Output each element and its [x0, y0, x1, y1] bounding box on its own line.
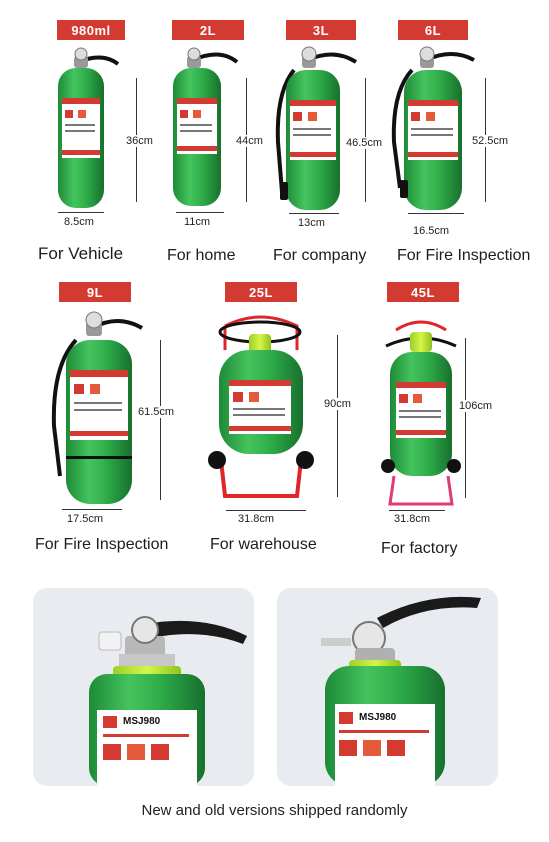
shipping-note: New and old versions shipped randomly — [141, 802, 408, 819]
extinguisher-image — [381, 320, 461, 506]
capacity-tag: 3L — [286, 20, 356, 40]
width-label: 16.5cm — [413, 225, 450, 237]
capacity-tag: 6L — [398, 20, 468, 40]
usage-caption: For factory — [381, 540, 458, 557]
height-label: 52.5cm — [470, 135, 511, 147]
model-text: MSJ980 — [359, 712, 397, 723]
height-label: 44cm — [234, 135, 265, 147]
width-label: 13cm — [298, 217, 325, 229]
version-photo-new: MSJ980 — [33, 588, 254, 786]
width-label: 8.5cm — [64, 216, 94, 228]
extinguisher-image — [208, 315, 314, 498]
height-label: 61.5cm — [136, 406, 177, 418]
capacity-tag: 980ml — [57, 20, 125, 40]
usage-caption: For Vehicle — [38, 244, 124, 263]
usage-caption: For company — [273, 247, 367, 264]
height-label: 90cm — [322, 398, 353, 410]
height-label: 36cm — [124, 135, 155, 147]
version-photo-old: MSJ980 — [277, 588, 498, 786]
usage-caption: For Fire Inspection — [397, 247, 531, 264]
capacity-tag: 2L — [172, 20, 244, 40]
width-label: 31.8cm — [394, 513, 431, 525]
model-text: MSJ980 — [123, 716, 161, 727]
capacity-tag: 9L — [59, 282, 131, 302]
capacity-tag: 45L — [387, 282, 459, 302]
width-label: 17.5cm — [67, 513, 104, 525]
height-label: 46.5cm — [344, 137, 385, 149]
width-label: 11cm — [184, 216, 211, 228]
usage-caption: For home — [167, 247, 236, 264]
extinguisher-image — [391, 46, 475, 210]
extinguisher-image — [58, 47, 120, 208]
usage-caption: For warehouse — [210, 536, 317, 553]
extinguisher-image — [51, 311, 144, 504]
extinguisher-image — [275, 46, 358, 210]
usage-caption: For Fire Inspection — [35, 536, 169, 553]
height-label: 106cm — [457, 400, 495, 412]
extinguisher-image — [173, 47, 239, 206]
capacity-tag: 25L — [225, 282, 297, 302]
width-label: 31.8cm — [238, 513, 275, 525]
